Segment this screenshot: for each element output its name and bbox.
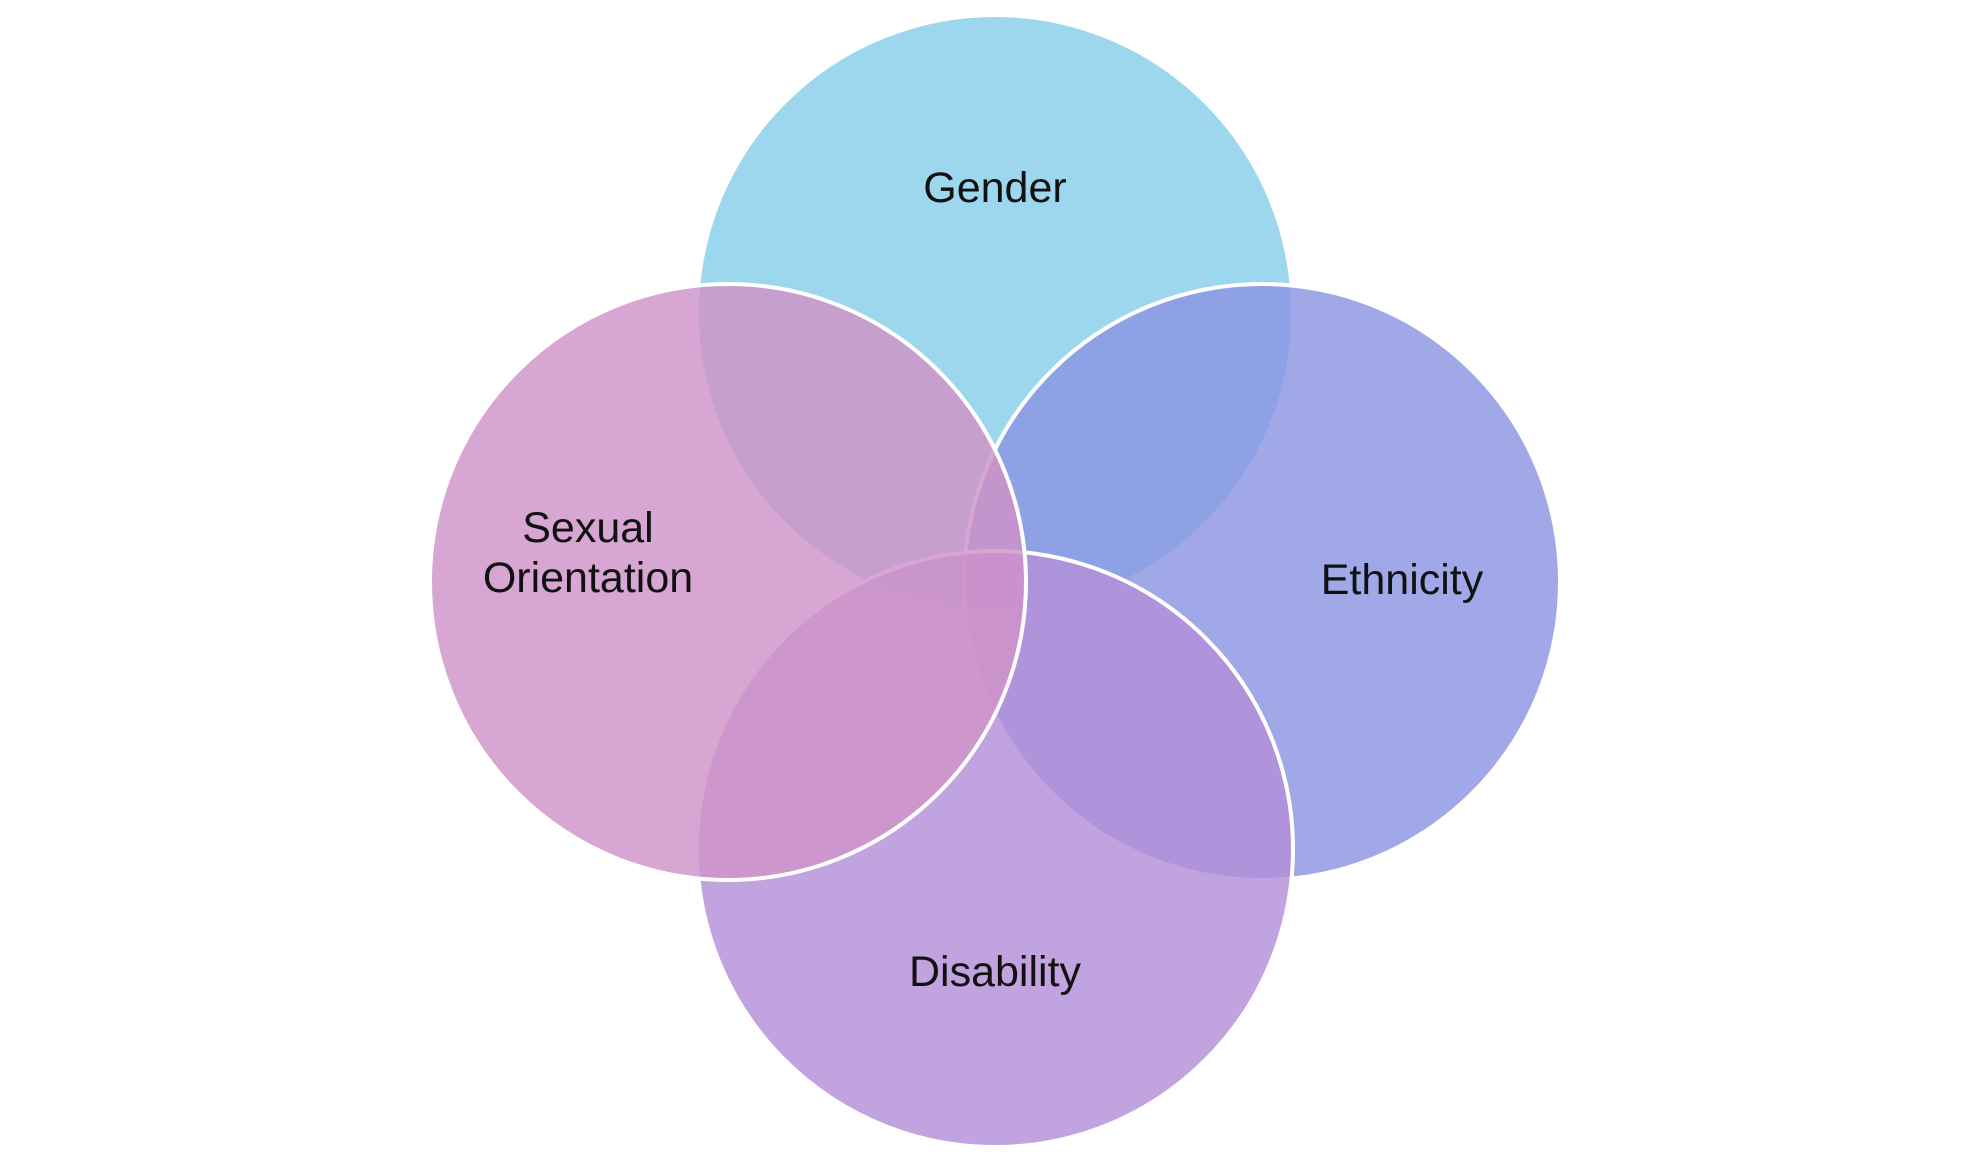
sexual-orientation-label-line: Sexual: [522, 504, 653, 552]
ethnicity-label: Ethnicity: [1321, 556, 1484, 604]
gender-label-line: Gender: [923, 164, 1066, 212]
sexual-orientation-circle: [428, 282, 1028, 882]
sexual-orientation-label-line: Orientation: [483, 554, 693, 602]
disability-label: Disability: [909, 948, 1082, 996]
venn-circles: [428, 13, 1562, 1149]
ethnicity-label-line: Ethnicity: [1321, 556, 1484, 604]
gender-label: Gender: [923, 164, 1066, 212]
disability-label-line: Disability: [909, 948, 1082, 996]
